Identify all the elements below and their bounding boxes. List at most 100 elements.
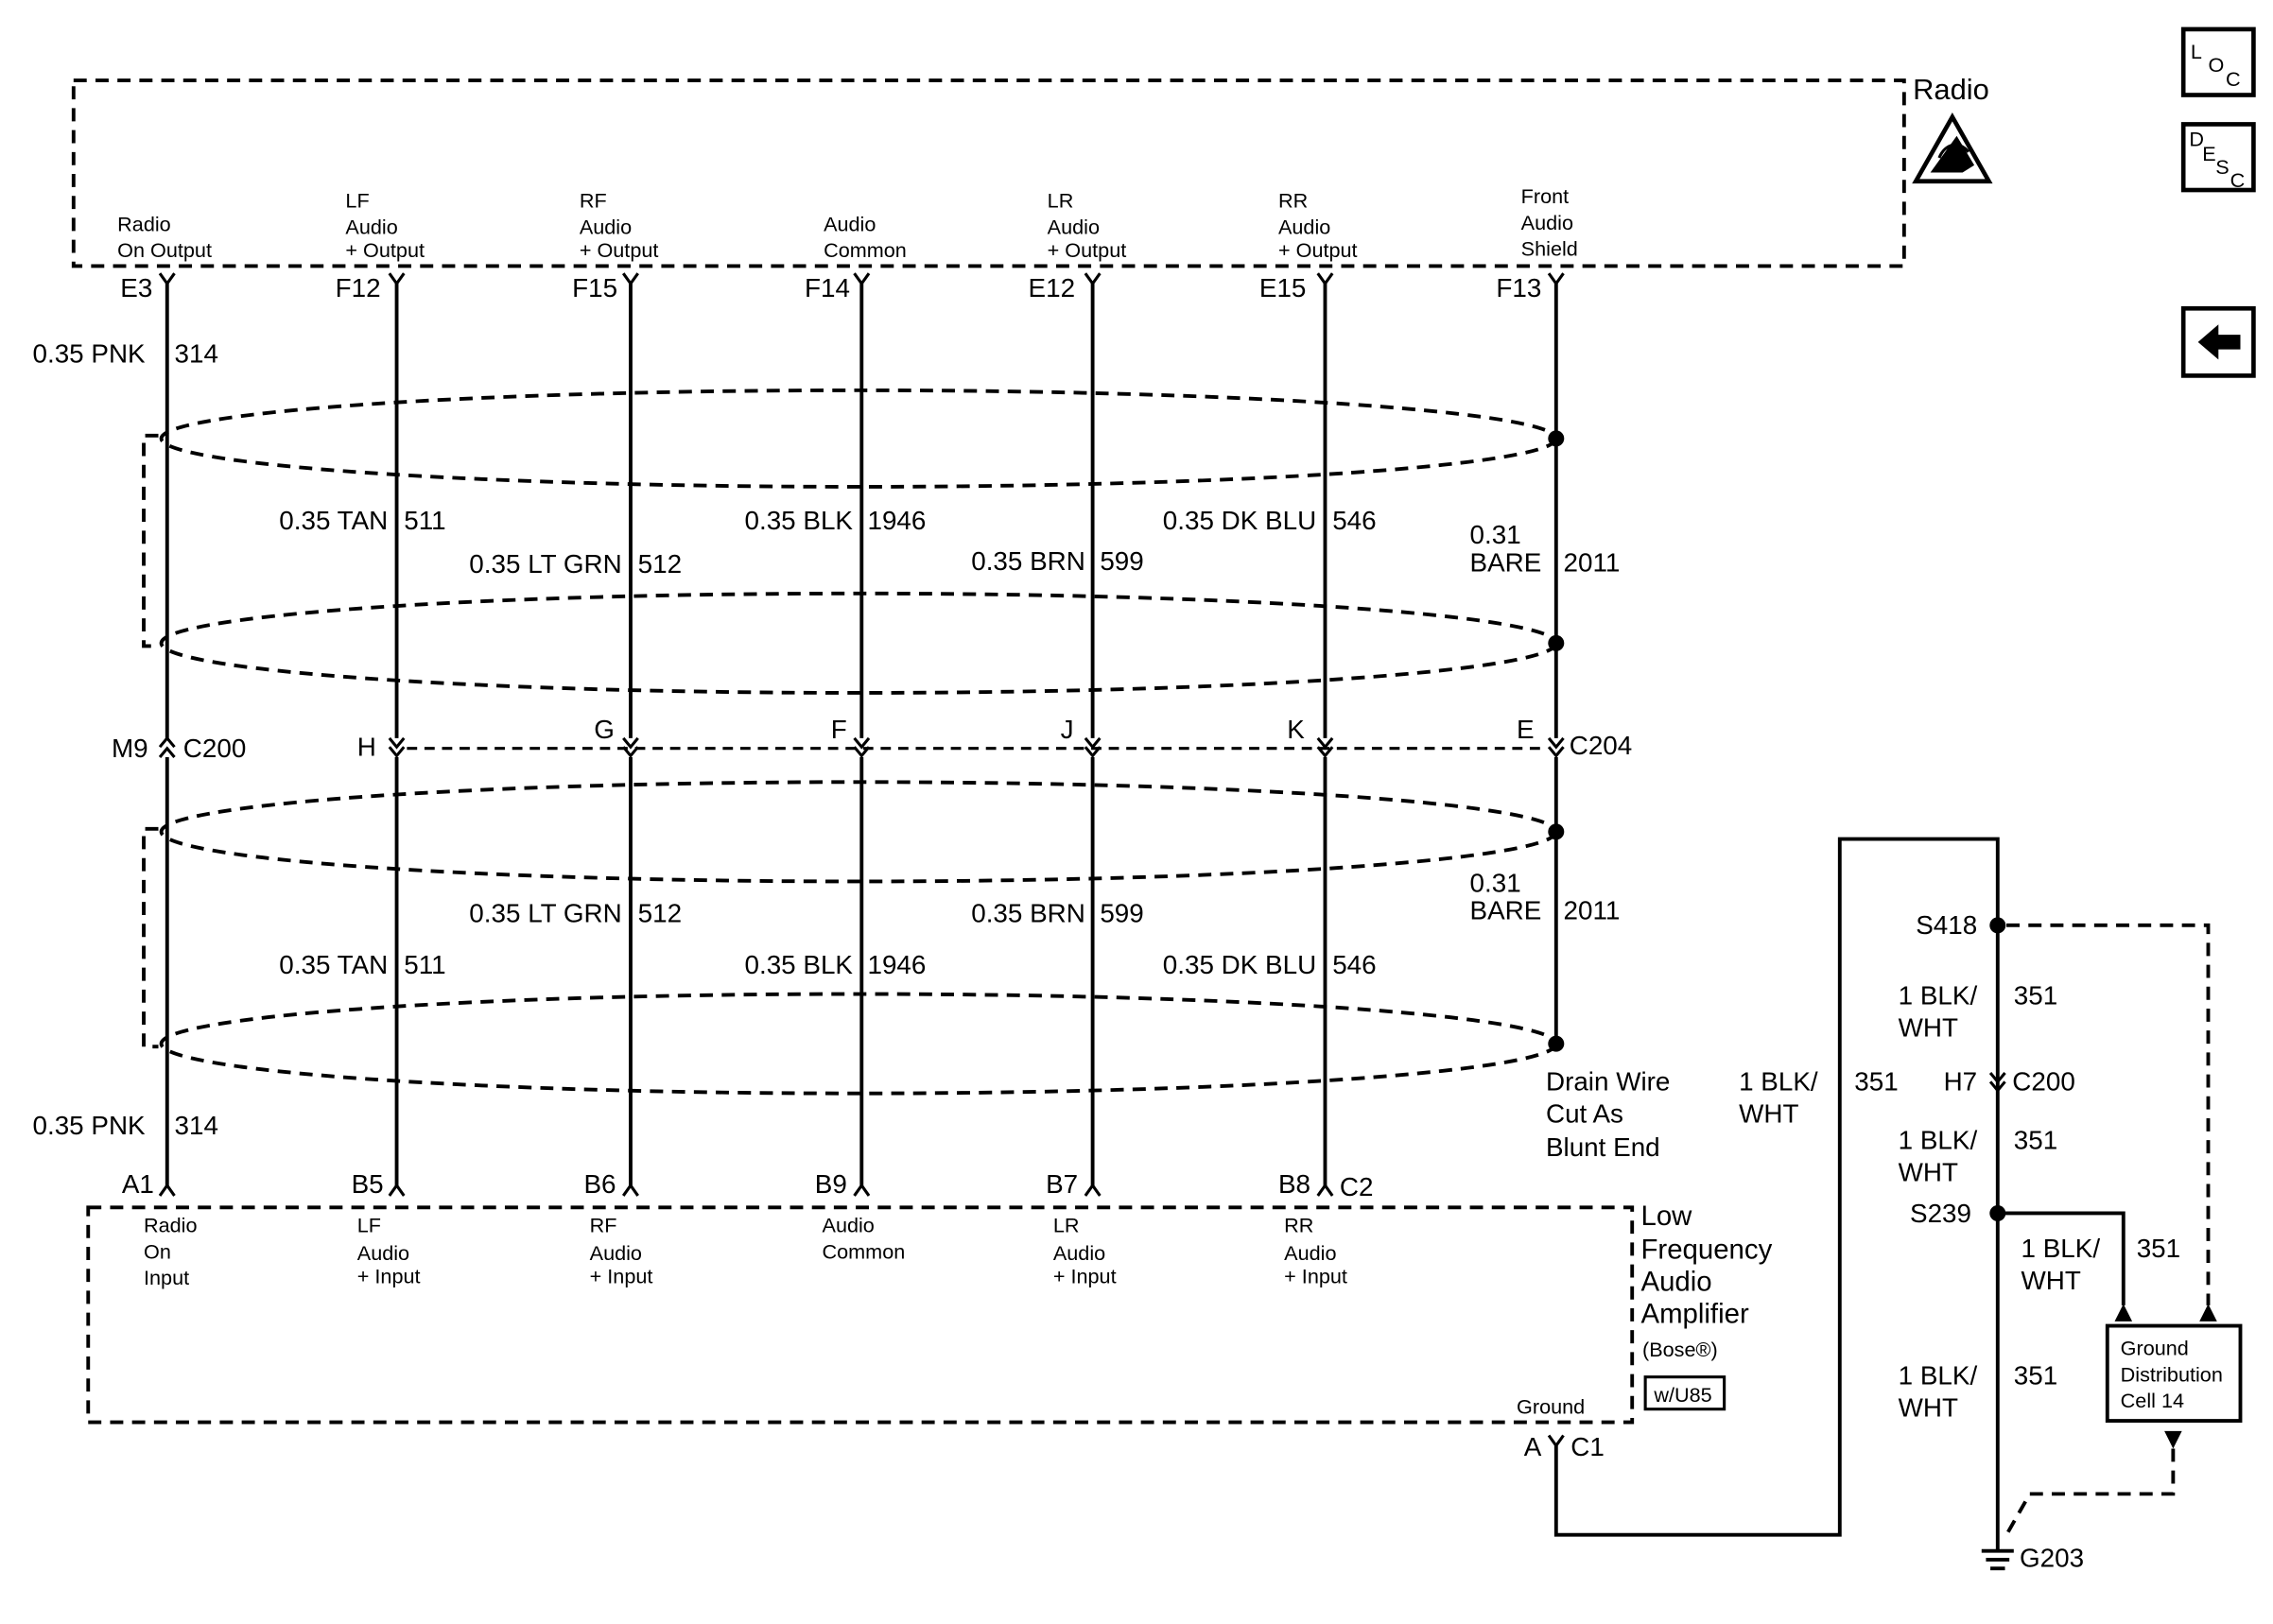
splice-s239-dot xyxy=(1989,1204,2006,1221)
amp-pin-label: Audio xyxy=(590,1241,642,1265)
connector-pin-id: G xyxy=(594,715,615,744)
wire-circuit: 314 xyxy=(174,1111,217,1140)
radio-pin-label: LR xyxy=(1048,189,1074,213)
pin-terminal-icon xyxy=(1547,1434,1565,1449)
radio-pin-id: E3 xyxy=(120,273,152,302)
amp-pin-label: RF xyxy=(590,1214,617,1237)
pin-terminal-icon xyxy=(158,272,176,286)
radio-pin-id: F15 xyxy=(572,273,617,302)
amp-pin-id: A1 xyxy=(122,1169,154,1199)
amp-pin-id: B5 xyxy=(352,1169,384,1199)
amp-pin-label: + Input xyxy=(1053,1265,1117,1288)
radio-pin-label: + Output xyxy=(345,238,425,262)
connector-chevron-icon xyxy=(388,736,406,758)
connector-name: C204 xyxy=(1570,731,1633,760)
back-arrow-icon[interactable] xyxy=(2197,324,2241,360)
back-button[interactable] xyxy=(2180,305,2256,378)
loc-button[interactable]: L O C xyxy=(2180,26,2256,97)
connector-pin-id: H xyxy=(357,732,376,761)
wire-spec: BARE xyxy=(1470,896,1542,925)
wire-spec: WHT xyxy=(2021,1266,2081,1295)
wire-spec: 0.35 TAN xyxy=(279,506,388,535)
wire-spec: BARE xyxy=(1470,548,1542,578)
s418-reference-line xyxy=(2006,923,2211,1305)
wire-circuit: 351 xyxy=(2014,1125,2057,1154)
shield-ellipse xyxy=(159,591,1558,695)
amplifier-pin-ids: A1 B5 B6 B9 B7 B8 C2 xyxy=(122,1169,1374,1201)
amp-pin-label: On xyxy=(144,1239,171,1263)
amp-pin-label: Input xyxy=(144,1266,189,1289)
wire-spec: WHT xyxy=(1739,1099,1798,1129)
radio-pin-label: RR xyxy=(1278,189,1308,213)
amp-title-line: Audio xyxy=(1640,1266,1711,1297)
radio-pin-label: + Output xyxy=(580,238,659,262)
pin-terminal-icon xyxy=(1084,1183,1102,1197)
splice-id: S418 xyxy=(1916,910,1977,940)
desc-button[interactable]: D E S C xyxy=(2180,122,2256,193)
amp-pin-label: Audio xyxy=(357,1241,409,1265)
desc-button-frame[interactable] xyxy=(2180,122,2256,193)
pin-terminal-icon xyxy=(853,272,871,286)
shield-bracket xyxy=(142,433,159,648)
radio-pin-label: Common xyxy=(824,238,907,262)
shield-bracket xyxy=(142,826,159,1049)
radio-pin-label: Audio xyxy=(1521,211,1573,234)
wire-spec: 0.35 LT GRN xyxy=(469,549,621,579)
drain-note-line: Cut As xyxy=(1546,1099,1623,1129)
shield-splice-dot xyxy=(1548,1035,1565,1052)
desc-letter: E xyxy=(2202,142,2215,165)
wire-circuit: 351 xyxy=(1854,1067,1898,1097)
radio-pin-label: + Output xyxy=(1278,238,1358,262)
wire-spec: 0.35 LT GRN xyxy=(469,899,621,928)
shield-ellipse xyxy=(159,992,1558,1096)
splice-id: S239 xyxy=(1910,1199,1971,1228)
wire-circuit: 546 xyxy=(1332,506,1376,535)
amp-pin-label: Radio xyxy=(144,1214,198,1237)
amp-pin-label: Audio xyxy=(1284,1241,1336,1265)
wire-spec: 0.35 TAN xyxy=(279,950,388,979)
shield-splice-dot xyxy=(1548,823,1565,840)
loc-button-frame[interactable] xyxy=(2180,26,2256,97)
wire-spec: WHT xyxy=(1899,1392,1958,1422)
wire-spec: 1 BLK/ xyxy=(1899,980,1978,1010)
loc-letter: L xyxy=(2191,40,2202,63)
amp-pin-label: RR xyxy=(1284,1214,1313,1237)
connector-name: C200 xyxy=(2012,1067,2075,1097)
amp-title-line: Low xyxy=(1640,1201,1692,1232)
connector-chevron-icon xyxy=(853,736,871,758)
connector-pin-id: K xyxy=(1287,715,1305,744)
wire-circuit: 599 xyxy=(1100,899,1143,928)
pin-terminal-icon xyxy=(1316,272,1334,286)
radio-pin-id: E15 xyxy=(1259,273,1307,302)
radio-pin-label: Audio xyxy=(1278,215,1330,238)
connector-chevron-icon xyxy=(1316,736,1334,758)
wire-circuit: 1946 xyxy=(867,506,926,535)
amp-pin-id: B8 xyxy=(1278,1169,1310,1199)
wire-spec: 0.35 PNK xyxy=(33,338,147,368)
amp-pin-label: Audio xyxy=(1053,1241,1105,1265)
drain-wire-note: Drain Wire Cut As Blunt End xyxy=(1546,1067,1670,1163)
radio-pin-label: Shield xyxy=(1521,237,1578,261)
radio-pin-label: LF xyxy=(345,189,369,213)
pin-terminal-icon xyxy=(853,1183,871,1197)
radio-pin-label: On Output xyxy=(117,238,212,262)
radio-pin-id: F12 xyxy=(336,273,381,302)
loc-letter: C xyxy=(2226,67,2241,91)
ground-circuit: 1 BLK/ WHT 351 S418 1 BLK/ WHT 351 H7 C2… xyxy=(1553,837,2243,1573)
desc-letter: S xyxy=(2215,155,2229,179)
pin-terminal-icon xyxy=(621,1183,639,1197)
amp-pin-label: Audio xyxy=(823,1214,875,1237)
amp-title-line: Frequency xyxy=(1640,1234,1772,1265)
option-badge-frame xyxy=(1643,1375,1726,1411)
radio-pin-label: Audio xyxy=(345,215,397,238)
wire-spec: 0.31 xyxy=(1470,520,1521,549)
connector-chevron-icon xyxy=(158,735,176,759)
drain-note-line: Drain Wire xyxy=(1546,1067,1670,1097)
wire-circuit: 512 xyxy=(638,899,682,928)
wire-spec: WHT xyxy=(1899,1157,1958,1186)
radio-pin-label: Audio xyxy=(1048,215,1100,238)
amplifier-module-outline xyxy=(86,1205,1635,1425)
wire-spec: 0.35 BLK xyxy=(745,950,854,979)
wire-spec: 0.35 DK BLU xyxy=(1163,950,1316,979)
